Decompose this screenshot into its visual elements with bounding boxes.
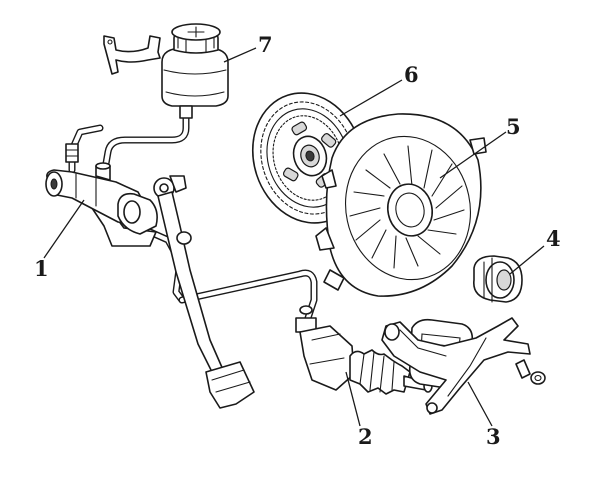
callout-6: 6 — [404, 62, 419, 87]
callout-1: 1 — [34, 256, 49, 281]
master-cylinder — [45, 143, 158, 247]
clutch-pedal — [153, 175, 255, 409]
callout-7: 7 — [258, 32, 273, 57]
callout-3: 3 — [486, 424, 501, 449]
callout-5: 5 — [506, 114, 521, 139]
callouts: 1 2 3 4 5 6 7 — [34, 32, 561, 449]
pressure-plate — [315, 113, 487, 297]
callout-2: 2 — [358, 424, 373, 449]
leader-lines — [43, 47, 545, 427]
callout-4: 4 — [546, 226, 561, 251]
diaphragm-fingers — [349, 145, 465, 269]
fluid-reservoir — [103, 23, 229, 119]
release-bearing — [473, 255, 523, 303]
release-fork — [381, 317, 546, 415]
